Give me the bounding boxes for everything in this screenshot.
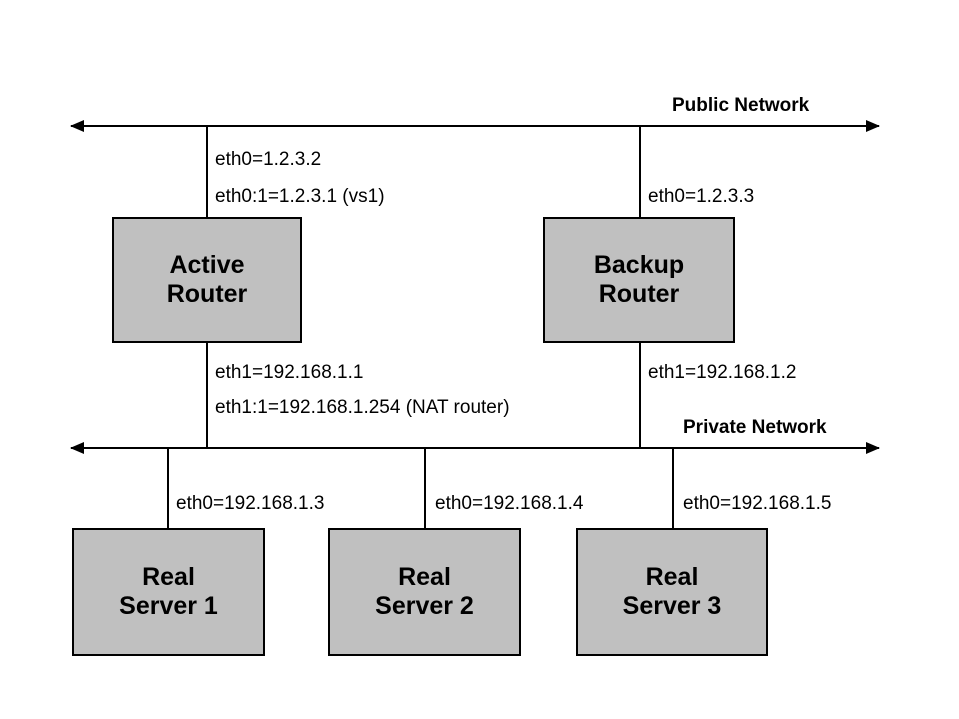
backup-router-public-iface-1: eth0=1.2.3.3 xyxy=(648,186,755,207)
active-router-box[interactable]: Active Router xyxy=(112,217,302,343)
real-server-3-box[interactable]: Real Server 3 xyxy=(576,528,768,656)
backup-router-private-iface-1: eth1=192.168.1.2 xyxy=(648,362,797,383)
real-server-3-label-line2: Server 3 xyxy=(622,592,722,620)
active-router-private-iface-1: eth1=192.168.1.1 xyxy=(215,362,364,383)
real-server-2-box[interactable]: Real Server 2 xyxy=(328,528,521,656)
real-server-1-box[interactable]: Real Server 1 xyxy=(72,528,265,656)
real-server-2-label-line1: Real xyxy=(398,562,451,591)
real-server-3-iface: eth0=192.168.1.5 xyxy=(683,493,832,514)
active-router-label-line2: Router xyxy=(166,280,248,308)
active-router-public-iface-1: eth0=1.2.3.2 xyxy=(215,149,322,170)
active-router-private-iface-2: eth1:1=192.168.1.254 (NAT router) xyxy=(215,397,510,418)
active-router-label-line1: Active xyxy=(169,250,245,279)
private-network-label: Private Network xyxy=(683,417,827,438)
backup-router-label-line1: Backup xyxy=(593,250,685,279)
backup-router-box[interactable]: Backup Router xyxy=(543,217,735,343)
real-server-1-label-line1: Real xyxy=(142,562,195,591)
active-router-public-iface-2: eth0:1=1.2.3.1 (vs1) xyxy=(215,186,385,207)
real-server-2-iface: eth0=192.168.1.4 xyxy=(435,493,584,514)
real-server-1-iface: eth0=192.168.1.3 xyxy=(176,493,325,514)
backup-router-label-line2: Router xyxy=(598,280,680,308)
real-server-1-label-line2: Server 1 xyxy=(119,592,218,620)
real-server-2-label-line2: Server 2 xyxy=(375,592,474,620)
public-network-label: Public Network xyxy=(672,95,810,116)
real-server-3-label-line1: Real xyxy=(645,562,699,591)
